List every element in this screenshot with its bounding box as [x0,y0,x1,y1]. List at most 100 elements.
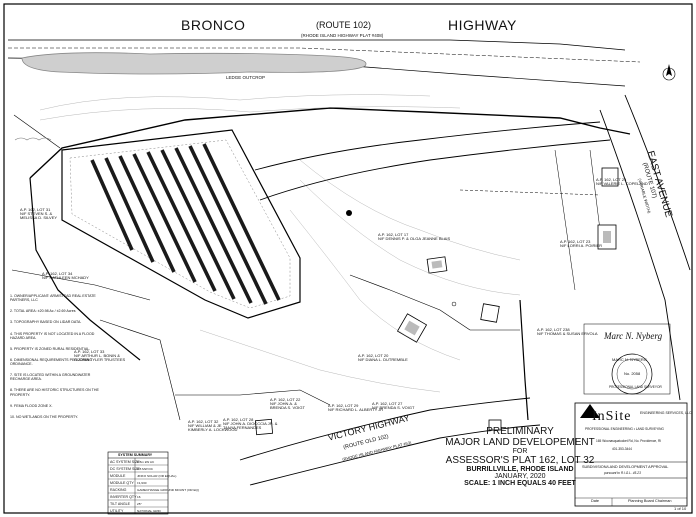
tree-line [14,137,52,141]
sheet-border [3,3,693,514]
lot-label-32b: A.P. 162, LOT 32 N/F WILLIAM & JE KIMBER… [188,419,238,432]
system-summary-heading: SYSTEM SUMMARY [118,453,153,457]
title-text-block: PRELIMINARY MAJOR LAND DEVELOPEMENT FOR … [420,426,620,487]
note-item: 9. FEMA FLOOD ZONE X. [10,403,53,408]
contours [39,94,521,393]
summary-row-value: NATIONAL GRID [137,508,161,513]
lot-label-33: A.P. 162, LOT 33 N/F ARTHUR L. BONIN & G… [74,349,126,362]
title-line-for: FOR [512,448,528,455]
victory-highway-edge-south [249,424,541,486]
lot-label-29: A.P. 162, LOT 29 N/F RICHARD L. ALBERTY … [328,403,384,412]
ledge-outcrop-label: LEDGE OUTCROP [226,75,266,80]
summary-row-label: TILT ANGLE [110,501,131,506]
title-line-town: BURRILLVILLE, RHODE ISLAND [466,466,574,473]
approval-subtitle: pursuant to R.I.G.L. 45-23 [604,471,641,475]
property-line-east [519,299,529,421]
note-item: 10. NO WETLANDS ON THE PROPERTY. [10,414,79,419]
summary-row-label: DC SYSTEM SIZE [110,466,140,471]
insite-tagline: ENGINEERING SERVICES, LLC [640,411,692,415]
lot-line [554,149,576,291]
general-notes: 1. OWNER/APPLICANT: ARMISTEAD REAL ESTAT… [10,294,102,426]
sheet-number: 1 of 10 [674,506,687,511]
lot-label-27: A.P. 162, LOT 27 N/F BRENDA S. VOIGT [372,401,415,410]
summary-row-value: 0.5 MW DC [137,466,153,471]
stamp-number: No. 2058 [624,371,641,376]
lot-label-34: A.P. 162, LOT 34 N/F KATHLEEN MCHADY [42,271,89,280]
access-drive-south [259,139,611,201]
lot-label-28: A.P. 162, LOT 28 N/F JOHN A. DIOCCCIA JR… [223,417,278,430]
approval-title: SUBDIVISION/LAND DEVELOPMENT APPROVAL [582,465,669,469]
summary-row-label: RACKING [110,487,127,492]
lot-label-24: A.P. 162, LOT 24 N/F VALERIE L. COPELAND [596,177,648,186]
lot-label-23: A.P. 162, LOT 23 N/F LORRI A. POIRIER [560,239,603,248]
lot-label-20: A.P. 162, LOT 20 N/F DIANA L. DUTREMBLE [358,353,408,362]
property-line-west [29,177,141,361]
solar-array-rows [90,143,281,305]
surveyor-signature: Marc N. Nyberg [604,331,663,341]
note-item: 6. DIMENSIONAL REQUIREMENTS PER ZONING O… [10,357,92,366]
ledge-outcrop [21,52,367,75]
east-avenue-edge-west [599,109,681,401]
lot-label-22: A.P. 162, LOT 22 N/F JOHN A. & BRENDA S.… [270,397,305,410]
lot-label-17: A.P. 162, LOT 17 N/F DENNIS P. & OLGA JE… [378,232,451,241]
summary-row-value: 0.5m kW AC [137,459,155,464]
insite-logo-text: InSite [592,409,632,424]
note-item: 2. TOTAL AREA: ±20.98 Ac / ±2.69 Acres [10,309,76,314]
summary-row-label: UTILITY [110,508,124,513]
lot-line [13,114,61,149]
well-symbol [346,210,352,216]
access-drive-north [254,121,601,171]
summary-row-label: MODULE QTY [110,480,134,485]
highway-centerline [8,47,641,63]
summary-row-value: GAMECHANGE GROUND MOUNT (OR EQ) [137,487,199,492]
lot-line [589,149,601,231]
victory-highway-edge-north [239,397,531,461]
note-item: 4. THIS PROPERTY IS NOT LOCATED IN A FLO… [10,331,95,340]
summary-row-label: MODULE [110,473,126,478]
system-summary-table [107,451,169,515]
insite-phone: 401-353-3444 [612,447,632,451]
note-item: 3. TOPOGRAPHY BASED ON LIDAR DATA. [10,320,82,325]
lot-label-238: A.P. 162, LOT 238 N/F THOMAS & SUSAN ERV… [537,327,598,336]
road-label-highway: HIGHWAY [448,17,517,33]
insite-sub: PROFESSIONAL ENGINEERING • LAND SURVEYIN… [585,427,664,431]
note-item: 8. THERE ARE NO HISTORIC STRUCTURES ON T… [10,388,99,397]
summary-row-label: AC SYSTEM SIZE [110,459,140,464]
approval-chairman-label: Planning Board Chairman [628,499,672,503]
lot-line [99,319,181,421]
summary-row-value: JINKO SOLAR (OR EQUAL) [137,473,177,478]
east-avenue-edge-east [624,94,691,271]
summary-row-label: INVERTER QTY [110,494,137,499]
title-line-major-land: MAJOR LAND DEVELOPEMENT [445,437,595,448]
title-line-plat: ASSESSOR'S PLAT 162, LOT 32 [445,455,595,466]
road-label-bronco: BRONCO [181,17,246,33]
lot-label-31: A.P. 162, LOT 31 N/F STEVEN S. & MELISSA… [20,207,58,220]
note-item: 5. PROPERTY IS ZONED RURAL RESIDENTIAL. [10,346,91,351]
title-block-frame [574,402,688,507]
summary-row-value: 16 [137,494,141,499]
array-fence [61,129,301,319]
stamp-title: PROFESSIONAL LAND SURVEYOR [609,385,662,389]
title-line-date: JANUARY, 2020 [494,473,546,480]
summary-row-value: ±1,930 [137,480,147,485]
highway-edge-north [8,39,626,51]
note-item: 1. OWNER/APPLICANT: ARMISTEAD REAL ESTAT… [10,294,96,303]
summary-row-value: 25° [137,501,142,506]
lot-line [175,389,331,406]
road-label-ri-plat: (RHODE ISLAND HIGHWAY PLAT #408) [301,33,384,38]
lot-line [459,189,601,196]
utility-pole [451,301,457,307]
title-line-scale: SCALE: 1 INCH EQUALS 40 FEET [464,480,576,487]
insite-logo-mark [580,404,600,418]
lot-line [349,274,471,331]
title-line-preliminary: PRELIMINARY [486,426,554,437]
road-label-route102: (ROUTE 102) [316,20,372,30]
insite-address: 165 Woonasquatucket Rd, No. Providence, … [596,439,662,443]
approval-date-label: Date [591,499,600,503]
note-item: 7. SITE IS LOCATED WITHIN A GROUNDWATER … [10,373,91,382]
property-line-north [29,107,631,179]
stamp-name: MARC N. NYBERG [612,357,647,362]
lot-line [11,269,151,301]
